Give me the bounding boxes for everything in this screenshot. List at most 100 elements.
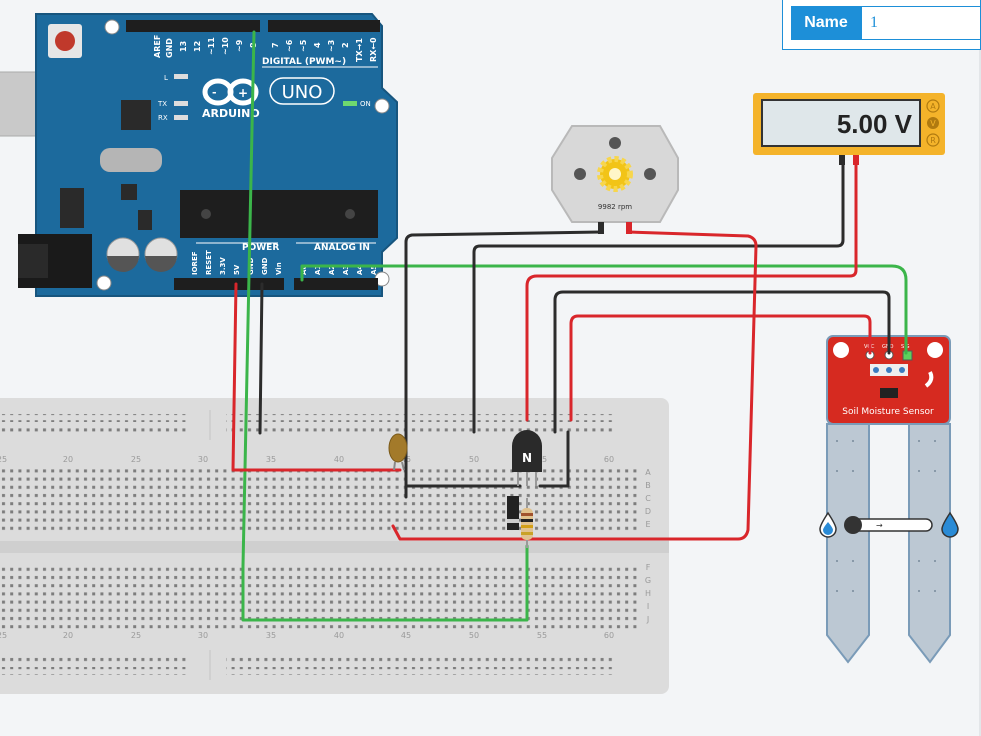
moisture-slider[interactable]: → [844, 516, 933, 534]
pin-label: ~11 [207, 37, 216, 55]
analog-header[interactable] [294, 278, 378, 290]
pin-label: 5V [233, 264, 241, 275]
row-letter: F [646, 563, 651, 572]
mode-a-button[interactable] [926, 99, 940, 113]
pin-label: 13 [179, 41, 188, 52]
resistor[interactable] [521, 498, 533, 548]
pin-label: A2 [328, 265, 336, 275]
npn-transistor[interactable]: N [512, 430, 542, 486]
pin-label: RX←0 [369, 37, 378, 62]
pin-label: GND [247, 257, 255, 275]
digital-label: DIGITAL (PWM~) [262, 57, 346, 67]
row-letter: J [646, 615, 649, 624]
rail-holes [226, 667, 616, 675]
col-number: 25 [131, 631, 141, 640]
soil-moisture-sensor[interactable]: VCC GND SIG Soil Moisture Sensor → [819, 335, 959, 664]
wire-red[interactable] [525, 160, 858, 422]
col-number: 20 [63, 455, 73, 464]
brand-label: ARDUINO [202, 107, 260, 120]
row-letter: A [645, 468, 651, 477]
col-number: 50 [469, 631, 479, 640]
wire-green[interactable] [241, 544, 529, 622]
digital-header[interactable] [268, 20, 380, 32]
pin-label: 7 [271, 42, 280, 48]
meter-reading: 5.00 V [837, 109, 913, 139]
rail-holes [0, 667, 190, 675]
pin-label: TX→1 [355, 38, 364, 62]
arduino-uno[interactable]: AREF GND 13 12 ~11 ~10 ~9 8 7 ~6 ~5 4 ~3… [0, 13, 398, 297]
pin-label: AREF [153, 35, 162, 58]
col-number: 50 [469, 455, 479, 464]
pin-label: ~6 [285, 39, 294, 52]
svg-text:-: - [212, 86, 217, 99]
row-letter: G [645, 576, 651, 585]
mode-r-button[interactable] [926, 133, 940, 147]
col-number: 35 [266, 631, 276, 640]
rail-holes [0, 425, 190, 433]
rx-label: RX [158, 114, 168, 122]
slider-arrow-icon: → [876, 521, 883, 530]
pin-label: ~5 [299, 39, 308, 52]
wire-red[interactable] [569, 314, 872, 422]
col-number: 25 [0, 455, 7, 464]
multimeter[interactable]: 5.00 V A V R [753, 93, 945, 165]
col-number: 20 [63, 631, 73, 640]
col-number: 45 [401, 631, 411, 640]
digital-header[interactable] [126, 20, 260, 32]
properties-panel: Name 1 [782, 0, 981, 50]
power-label: POWER [242, 243, 279, 253]
model-label: UNO [282, 82, 323, 103]
l-label: L [164, 74, 168, 82]
dc-motor[interactable]: 9982 rpm [551, 125, 679, 234]
col-number: 35 [266, 455, 276, 464]
wire-black[interactable] [472, 160, 845, 434]
pin-label: A5 [370, 265, 378, 275]
rail-holes [0, 414, 190, 422]
col-number: 55 [537, 631, 547, 640]
wire-green[interactable] [300, 264, 908, 355]
rail-holes [0, 656, 190, 664]
pin-label: A0 [300, 265, 308, 275]
terminal-holes-top [0, 466, 640, 532]
wire-black[interactable] [538, 430, 570, 488]
name-input[interactable]: 1 [861, 6, 981, 40]
on-label: ON [360, 100, 371, 108]
col-number: 60 [604, 631, 614, 640]
col-number: 40 [334, 631, 344, 640]
wire-black[interactable] [258, 282, 264, 435]
col-number: 25 [0, 631, 7, 640]
pin-label: ~3 [327, 40, 336, 52]
mode-v-button[interactable] [927, 117, 939, 129]
power-header[interactable] [174, 278, 284, 290]
breadboard[interactable]: 25 20 25 30 35 40 45 50 55 60 25 20 25 3… [0, 398, 669, 694]
led[interactable] [388, 433, 408, 471]
pin-label: A3 [342, 265, 350, 275]
mode-label: A [930, 102, 936, 111]
diode[interactable] [507, 496, 519, 530]
transistor-type: N [522, 451, 532, 465]
pin-label: 4 [313, 42, 322, 48]
wire-red[interactable] [391, 230, 758, 541]
slider-handle[interactable] [844, 516, 862, 534]
name-field-label: Name [791, 6, 861, 40]
pin-label: A4 [356, 265, 364, 275]
row-letter: D [645, 507, 651, 516]
pin-label: Vin [275, 262, 283, 275]
terminal-holes-bottom [0, 563, 640, 629]
sensor-label: Soil Moisture Sensor [842, 407, 934, 417]
wire-black[interactable] [404, 230, 603, 499]
wire-black[interactable] [553, 290, 891, 434]
svg-text:+: + [238, 86, 248, 100]
arduino-logo: - + [202, 78, 259, 106]
col-number: 30 [198, 455, 208, 464]
col-number: 30 [198, 631, 208, 640]
rail-holes [226, 414, 616, 422]
pin-label: ~10 [221, 37, 230, 55]
on-led [343, 101, 357, 106]
col-number: 25 [131, 455, 141, 464]
col-number: 40 [334, 455, 344, 464]
wire-green[interactable] [241, 30, 256, 568]
wire-red[interactable] [231, 282, 402, 472]
pin-label: GND [261, 257, 269, 275]
